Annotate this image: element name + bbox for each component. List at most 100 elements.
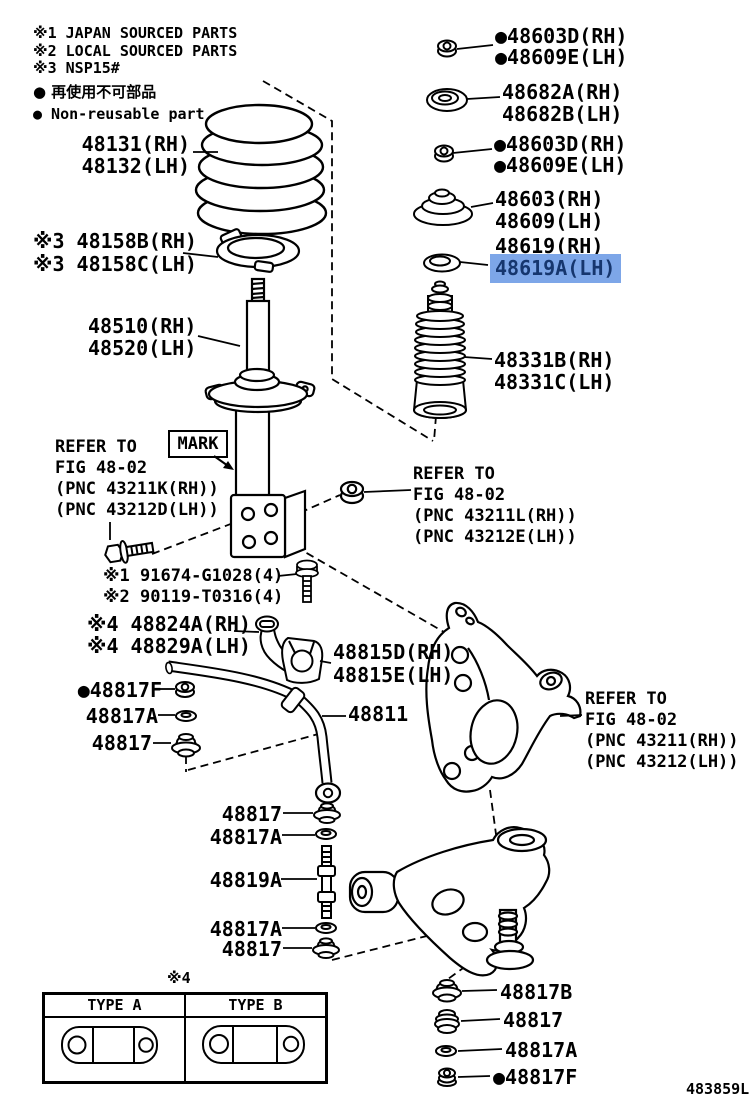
type-a-cell — [45, 1018, 184, 1081]
legend-notes: ※1 JAPAN SOURCED PARTS ※2 LOCAL SOURCED … — [33, 24, 238, 78]
type-table-body — [45, 1018, 325, 1081]
stab-link-rod-drawing — [317, 845, 336, 919]
support-nut-2-icon — [434, 144, 454, 163]
strut-drawing — [204, 277, 316, 559]
legend-non-reusable-jp: ● 再使用不可部品 — [33, 83, 157, 101]
cushion-ribbed-icon — [434, 1009, 460, 1034]
type-table: TYPE A TYPE B — [42, 992, 328, 1084]
part-label-spring[interactable]: 48131(RH) 48132(LH) — [60, 133, 190, 177]
part-label-retainer-a[interactable]: 48817A — [85, 704, 158, 728]
refer-line: REFER TO — [413, 464, 495, 484]
refer-line: FIG 48-02 — [55, 458, 148, 478]
part-label-retainer-bottom[interactable]: 48817A — [505, 1038, 578, 1062]
type-b-header: TYPE B — [184, 995, 325, 1016]
part-number: ●48603D(RH) — [494, 132, 627, 156]
part-label-support-nut-top[interactable]: ●48603D(RH) ●48609E(LH) — [495, 26, 627, 68]
legend-note-1: ※1 JAPAN SOURCED PARTS — [33, 24, 238, 42]
refer-line: FIG 48-02 — [585, 710, 678, 730]
legend-note-2: ※2 LOCAL SOURCED PARTS — [33, 41, 238, 60]
part-label-support[interactable]: 48603(RH) 48609(LH) — [495, 188, 603, 232]
part-label-stab-bracket[interactable]: ※4 48824A(RH) ※4 48829A(LH) — [87, 612, 251, 658]
part-label-link-rod[interactable]: 48819A — [209, 868, 282, 892]
link-retainer-top-icon — [315, 828, 337, 840]
refer-line: (PNC 43211(RH)) — [585, 731, 739, 751]
part-label-link-retainer-bottom[interactable]: 48817A — [209, 917, 282, 941]
part-number: ※4 48824A(RH) — [87, 612, 251, 636]
part-number: 48331C(LH) — [494, 370, 615, 394]
refer-line: FIG 48-02 — [413, 485, 506, 505]
strut-bolt-drawing — [104, 540, 155, 564]
seat-619-icon — [423, 253, 461, 273]
refer-note-left: REFER TO FIG 48-02 (PNC 43211K(RH)) (PNC… — [55, 437, 219, 521]
part-number: ※3 48158C(LH) — [33, 252, 197, 276]
highlighted-part-number[interactable]: 48619A(LH) — [490, 254, 622, 283]
part-label-bolt-2[interactable]: ※2 90119-T0316(4) — [103, 587, 284, 607]
part-label-link-cushion-top[interactable]: 48817 — [221, 802, 282, 826]
type-table-header: TYPE A TYPE B — [45, 995, 325, 1018]
refer-line: (PNC 43212E(LH)) — [413, 527, 577, 547]
part-number: 48815D(RH) — [333, 640, 454, 664]
refer-line: (PNC 43211L(RH)) — [413, 506, 577, 526]
part-number: ●48609E(LH) — [494, 153, 627, 177]
support-mount-icon — [413, 188, 473, 226]
part-label-cushion-b[interactable]: 48817B — [500, 980, 573, 1004]
part-label-support-nut-2[interactable]: ●48603D(RH) ●48609E(LH) — [494, 134, 626, 176]
stab-bushing-drawing — [281, 636, 324, 684]
legend-note-3: ※3 NSP15# — [33, 59, 120, 77]
type-a-header: TYPE A — [87, 996, 142, 1014]
part-label-washer-682[interactable]: 48682A(RH) 48682B(LH) — [502, 81, 622, 125]
spring-seat-drawing — [215, 228, 301, 273]
part-label-cushion-bottom[interactable]: 48817 — [503, 1008, 564, 1032]
part-label-boot[interactable]: 48331B(RH) 48331C(LH) — [494, 350, 614, 393]
part-label-spring-seat-lower[interactable]: ※3 48158B(RH) ※3 48158C(LH) — [33, 229, 197, 276]
part-number: 48331B(RH) — [494, 348, 615, 372]
type-a-bracket-drawing — [61, 1026, 158, 1064]
cushion-b-icon — [432, 979, 462, 1003]
lower-arm-drawing — [348, 826, 551, 977]
retainer-a-icon — [175, 710, 197, 722]
cushion-f-icon — [175, 681, 195, 698]
legend-non-reusable-en: ● Non-reusable part — [33, 105, 205, 123]
small-bolt-drawing — [295, 559, 319, 603]
washer-682-icon — [426, 88, 468, 112]
refer-line: REFER TO — [585, 689, 667, 709]
bracket-nut-icon — [339, 480, 365, 505]
part-label-strut[interactable]: 48510(RH) 48520(LH) — [88, 315, 196, 359]
link-retainer-bottom-icon — [315, 922, 337, 934]
part-number: 48682B(LH) — [502, 102, 623, 126]
part-label-cushion-f[interactable]: ●48817F — [77, 678, 162, 702]
part-label-stab-bar[interactable]: 48811 — [348, 702, 409, 726]
part-label-flange-nut-bottom[interactable]: ●48817F — [493, 1065, 578, 1089]
part-number: ※3 48158B(RH) — [33, 229, 197, 253]
part-label-seat-619[interactable]: 48619(RH) 48619A(LH) — [490, 234, 622, 283]
part-number: 48609(LH) — [495, 209, 604, 233]
part-number: 48619(RH) — [495, 234, 604, 258]
part-number: 48520(LH) — [88, 336, 197, 360]
retainer-bottom-icon — [435, 1045, 457, 1057]
figure-code: 483859L — [686, 1080, 750, 1098]
part-label-bolt-1[interactable]: ※1 91674-G1028(4) — [103, 566, 284, 586]
part-number: ●48609E(LH) — [495, 45, 628, 69]
mark-box: MARK — [168, 430, 228, 458]
part-number: 48815E(LH) — [333, 663, 454, 687]
part-label-cushion[interactable]: 48817 — [91, 731, 152, 755]
part-label-stab-bushing[interactable]: 48815D(RH) 48815E(LH) — [333, 642, 453, 686]
leader-lines — [109, 44, 583, 1078]
refer-line: (PNC 43212D(LH)) — [55, 500, 219, 520]
part-number: ●48603D(RH) — [495, 24, 628, 48]
mark-arrow — [213, 455, 234, 470]
part-number: 48132(LH) — [81, 154, 190, 178]
coil-spring-drawing — [194, 103, 328, 236]
part-number: 48131(RH) — [81, 132, 190, 156]
stabilizer-bar-drawing — [165, 660, 342, 804]
part-label-link-cushion-bottom[interactable]: 48817 — [221, 937, 282, 961]
refer-line: REFER TO — [55, 437, 137, 457]
part-number: ※4 48829A(LH) — [87, 634, 251, 658]
dust-boot-drawing — [412, 280, 468, 419]
part-label-link-retainer-top[interactable]: 48817A — [209, 825, 282, 849]
type-b-cell — [184, 1018, 325, 1081]
flange-nut-bottom-icon — [437, 1067, 457, 1087]
refer-note-low: REFER TO FIG 48-02 (PNC 43211(RH)) (PNC … — [585, 689, 739, 773]
part-number: 48510(RH) — [88, 314, 197, 338]
